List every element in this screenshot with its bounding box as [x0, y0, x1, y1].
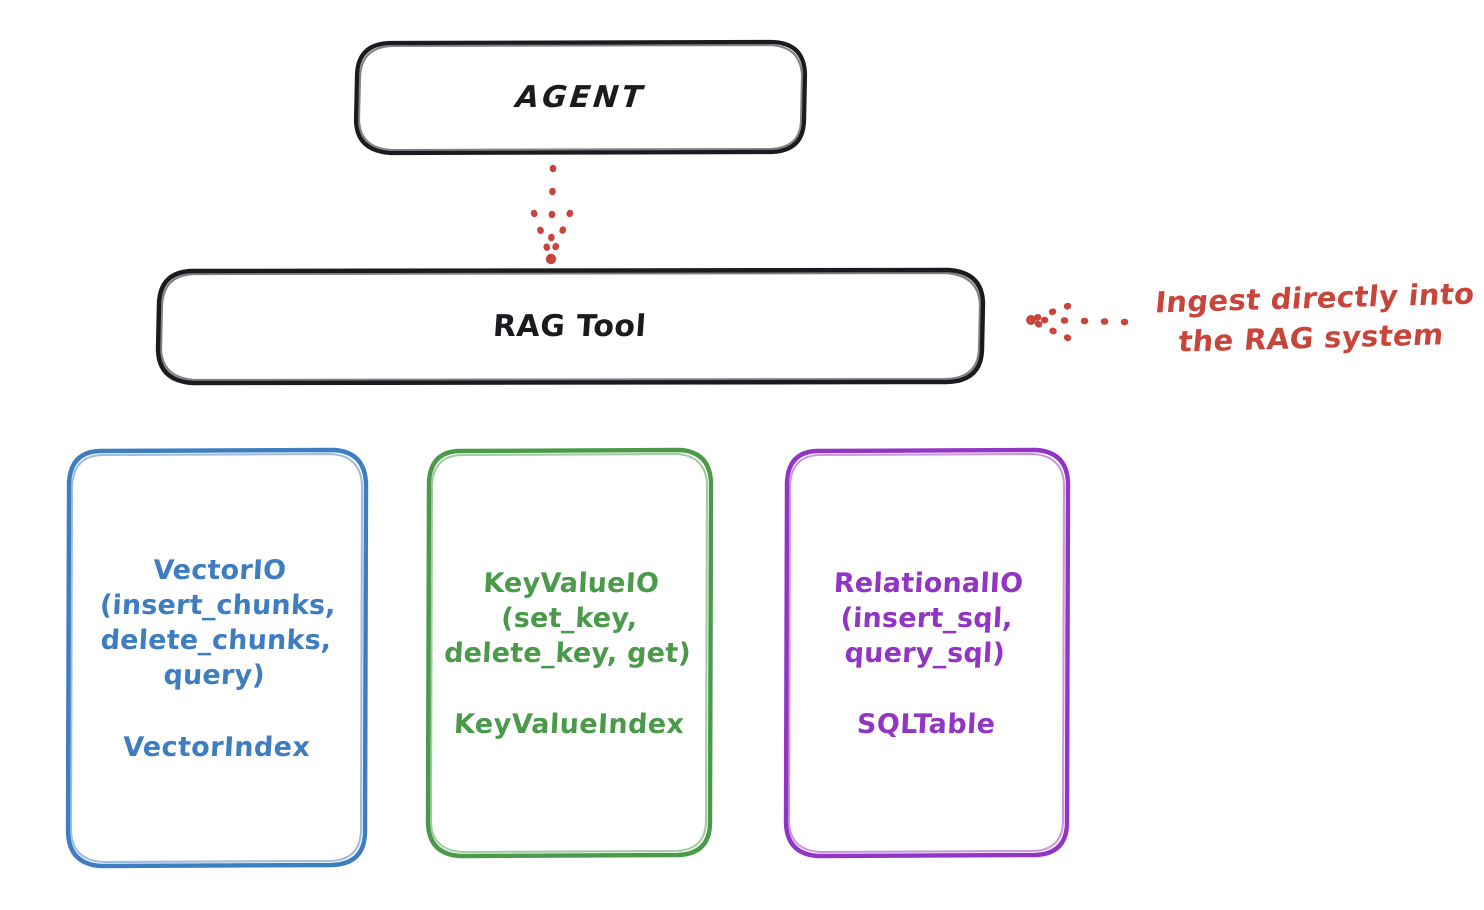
agent-box-outline	[353, 39, 808, 156]
vector-io-node[interactable]: VectorIO (insert_chunks, delete_chunks, …	[68, 450, 365, 866]
relational-io-box-outline	[783, 447, 1071, 859]
key-value-io-box-outline	[425, 447, 714, 859]
ingest-note-arrow	[1026, 302, 1129, 342]
vector-index-label: VectorIndex	[122, 731, 311, 763]
vector-io-box-outline	[65, 447, 369, 869]
relational-io-node[interactable]: RelationalIO (insert_sql, query_sql) SQL…	[786, 450, 1067, 856]
vector-io-api-label: VectorIO (insert_chunks, delete_chunks, …	[98, 555, 337, 692]
agent-node[interactable]: AGENT	[355, 42, 805, 153]
rag-tool-label: RAG Tool	[492, 309, 648, 344]
rag-tool-box-outline	[155, 267, 986, 386]
relational-io-api-label: RelationalIO (insert_sql, query_sql)	[832, 567, 1024, 670]
rag-tool-node[interactable]: RAG Tool	[157, 270, 983, 383]
key-value-io-node[interactable]: KeyValueIO (set_key, delete_key, get) Ke…	[428, 450, 711, 856]
key-value-index-label: KeyValueIndex	[453, 709, 686, 741]
agent-label: AGENT	[513, 80, 647, 115]
ingest-note-text: Ingest directly into the RAG system	[1153, 276, 1477, 359]
agent-to-rag-tool-arrow	[530, 164, 574, 265]
sql-table-label: SQLTable	[856, 709, 997, 741]
key-value-io-api-label: KeyValueIO (set_key, delete_key, get)	[443, 567, 692, 670]
